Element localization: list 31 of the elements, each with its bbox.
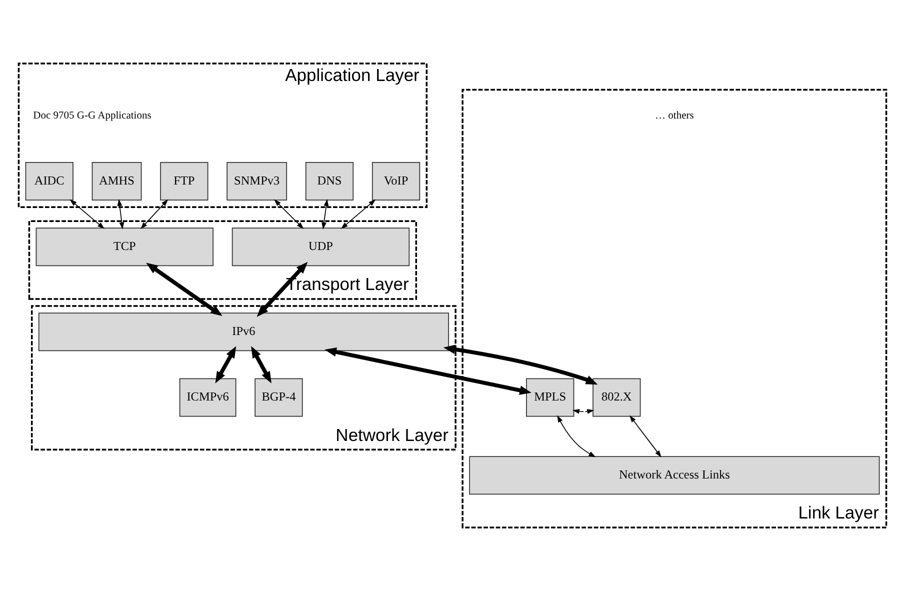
label: Doc 9705 G-G Applications [33, 110, 152, 121]
node-box: BGP-4 [254, 378, 303, 416]
arrow [557, 414, 596, 457]
node-box: VoIP [372, 162, 420, 200]
arrow [256, 261, 308, 316]
node-box: 802.X [592, 378, 641, 416]
arrow [340, 198, 376, 228]
node-box: UDP [232, 227, 410, 266]
arrow [572, 408, 594, 414]
arrow [630, 414, 662, 457]
arrow [443, 344, 598, 384]
arrow [324, 346, 532, 394]
node-box: SNMPv3 [226, 162, 288, 200]
arrow [140, 198, 168, 229]
arrow [274, 198, 304, 229]
node-box: AMHS [92, 162, 142, 200]
label: … others [655, 110, 694, 121]
node-box: FTP [160, 162, 208, 200]
arrow [117, 198, 124, 229]
node-box: IPv6 [38, 312, 449, 351]
arrow [215, 346, 236, 383]
node-box: TCP [36, 227, 214, 266]
arrow [70, 198, 104, 228]
arrow [251, 346, 272, 383]
arrow [322, 198, 329, 229]
node-box: DNS [305, 162, 354, 200]
node-box: MPLS [526, 378, 574, 416]
node-box: Network Access Links [469, 456, 880, 494]
node-box: ICMPv6 [179, 378, 236, 416]
node-box: AIDC [25, 162, 74, 200]
arrow [146, 262, 222, 316]
